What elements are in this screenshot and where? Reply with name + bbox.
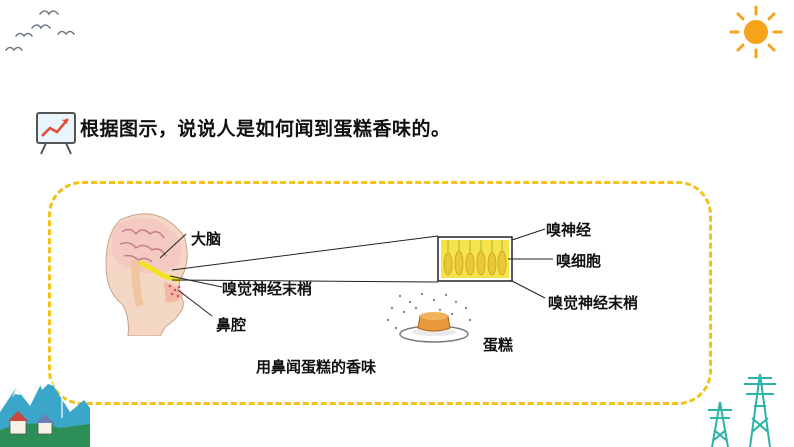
- olfactory-cells-box: [437, 236, 513, 282]
- prompt-text: 根据图示，说说人是如何闻到蛋糕香味的。: [80, 118, 451, 140]
- flying-birds-icon: [5, 10, 75, 52]
- label-nerve-endings-left: 嗅觉神经末梢: [222, 280, 313, 298]
- sun-icon: [729, 5, 783, 59]
- label-olfactory-nerve: 嗅神经: [546, 221, 592, 239]
- label-nerve-endings-right: 嗅觉神经末梢: [548, 294, 639, 312]
- label-olfactory-cells: 嗅细胞: [556, 252, 602, 270]
- diagram-caption: 用鼻闻蛋糕的香味: [256, 358, 377, 376]
- village-mountain-icon: [0, 374, 90, 447]
- diagram-frame: [48, 181, 712, 405]
- label-cake: 蛋糕: [483, 336, 514, 354]
- head-illustration: [105, 213, 188, 336]
- cake-illustration: [386, 292, 472, 343]
- power-tower-icon: [708, 373, 776, 447]
- label-brain: 大脑: [191, 230, 222, 248]
- easel-chart-icon: [36, 112, 76, 155]
- label-nasal-cavity: 鼻腔: [216, 316, 247, 334]
